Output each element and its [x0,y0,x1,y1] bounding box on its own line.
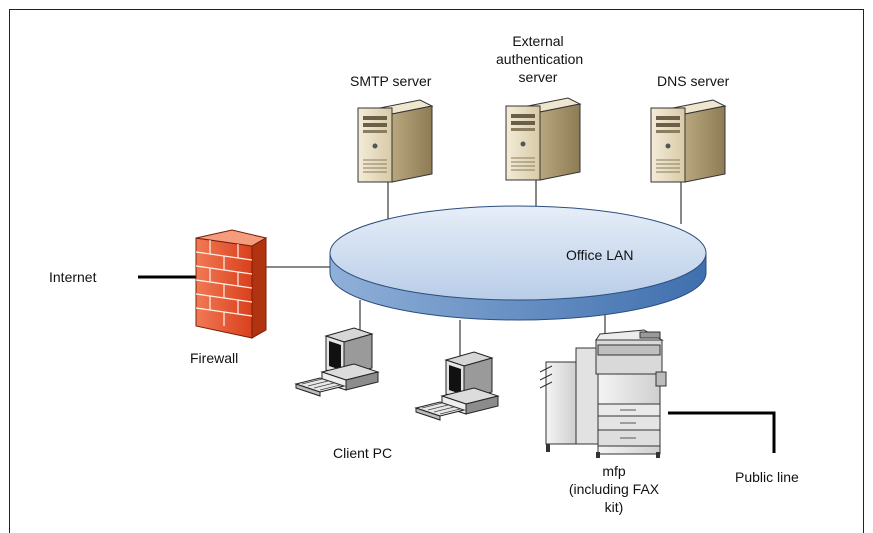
auth-server-label-line3: server [518,69,558,85]
mfp-label-line2: (including FAX [568,481,660,497]
multifunction-printer-icon [539,329,667,458]
diagram-frame [9,9,864,533]
client-pc-icon-1 [295,327,379,397]
client-pc-icon-2 [415,351,499,421]
connection-lines [262,180,682,360]
mfp-label: mfp (including FAX kit) [558,462,670,516]
mfp-label-line3: kit) [604,499,624,515]
firewall-label: Firewall [190,350,239,366]
smtp-server-label: SMTP server [350,73,432,89]
dns-server-label: DNS server [657,73,730,89]
mfp-label-line1: mfp [602,463,626,479]
brick-firewall-icon [195,229,268,339]
auth-server-label-line1: External [512,33,564,49]
public-line [668,411,776,453]
smtp-server-icon [357,99,433,183]
dns-server-icon [650,99,726,183]
office-lan-label: Office LAN [566,247,634,263]
auth-server-label-line2: authentication [496,51,584,67]
office-lan-disc [329,205,707,321]
public-line-label: Public line [735,469,799,485]
auth-server-label: External authentication server [496,32,584,86]
internet-label: Internet [49,269,97,285]
auth-server-icon [505,97,581,181]
client-pc-label: Client PC [333,445,393,461]
